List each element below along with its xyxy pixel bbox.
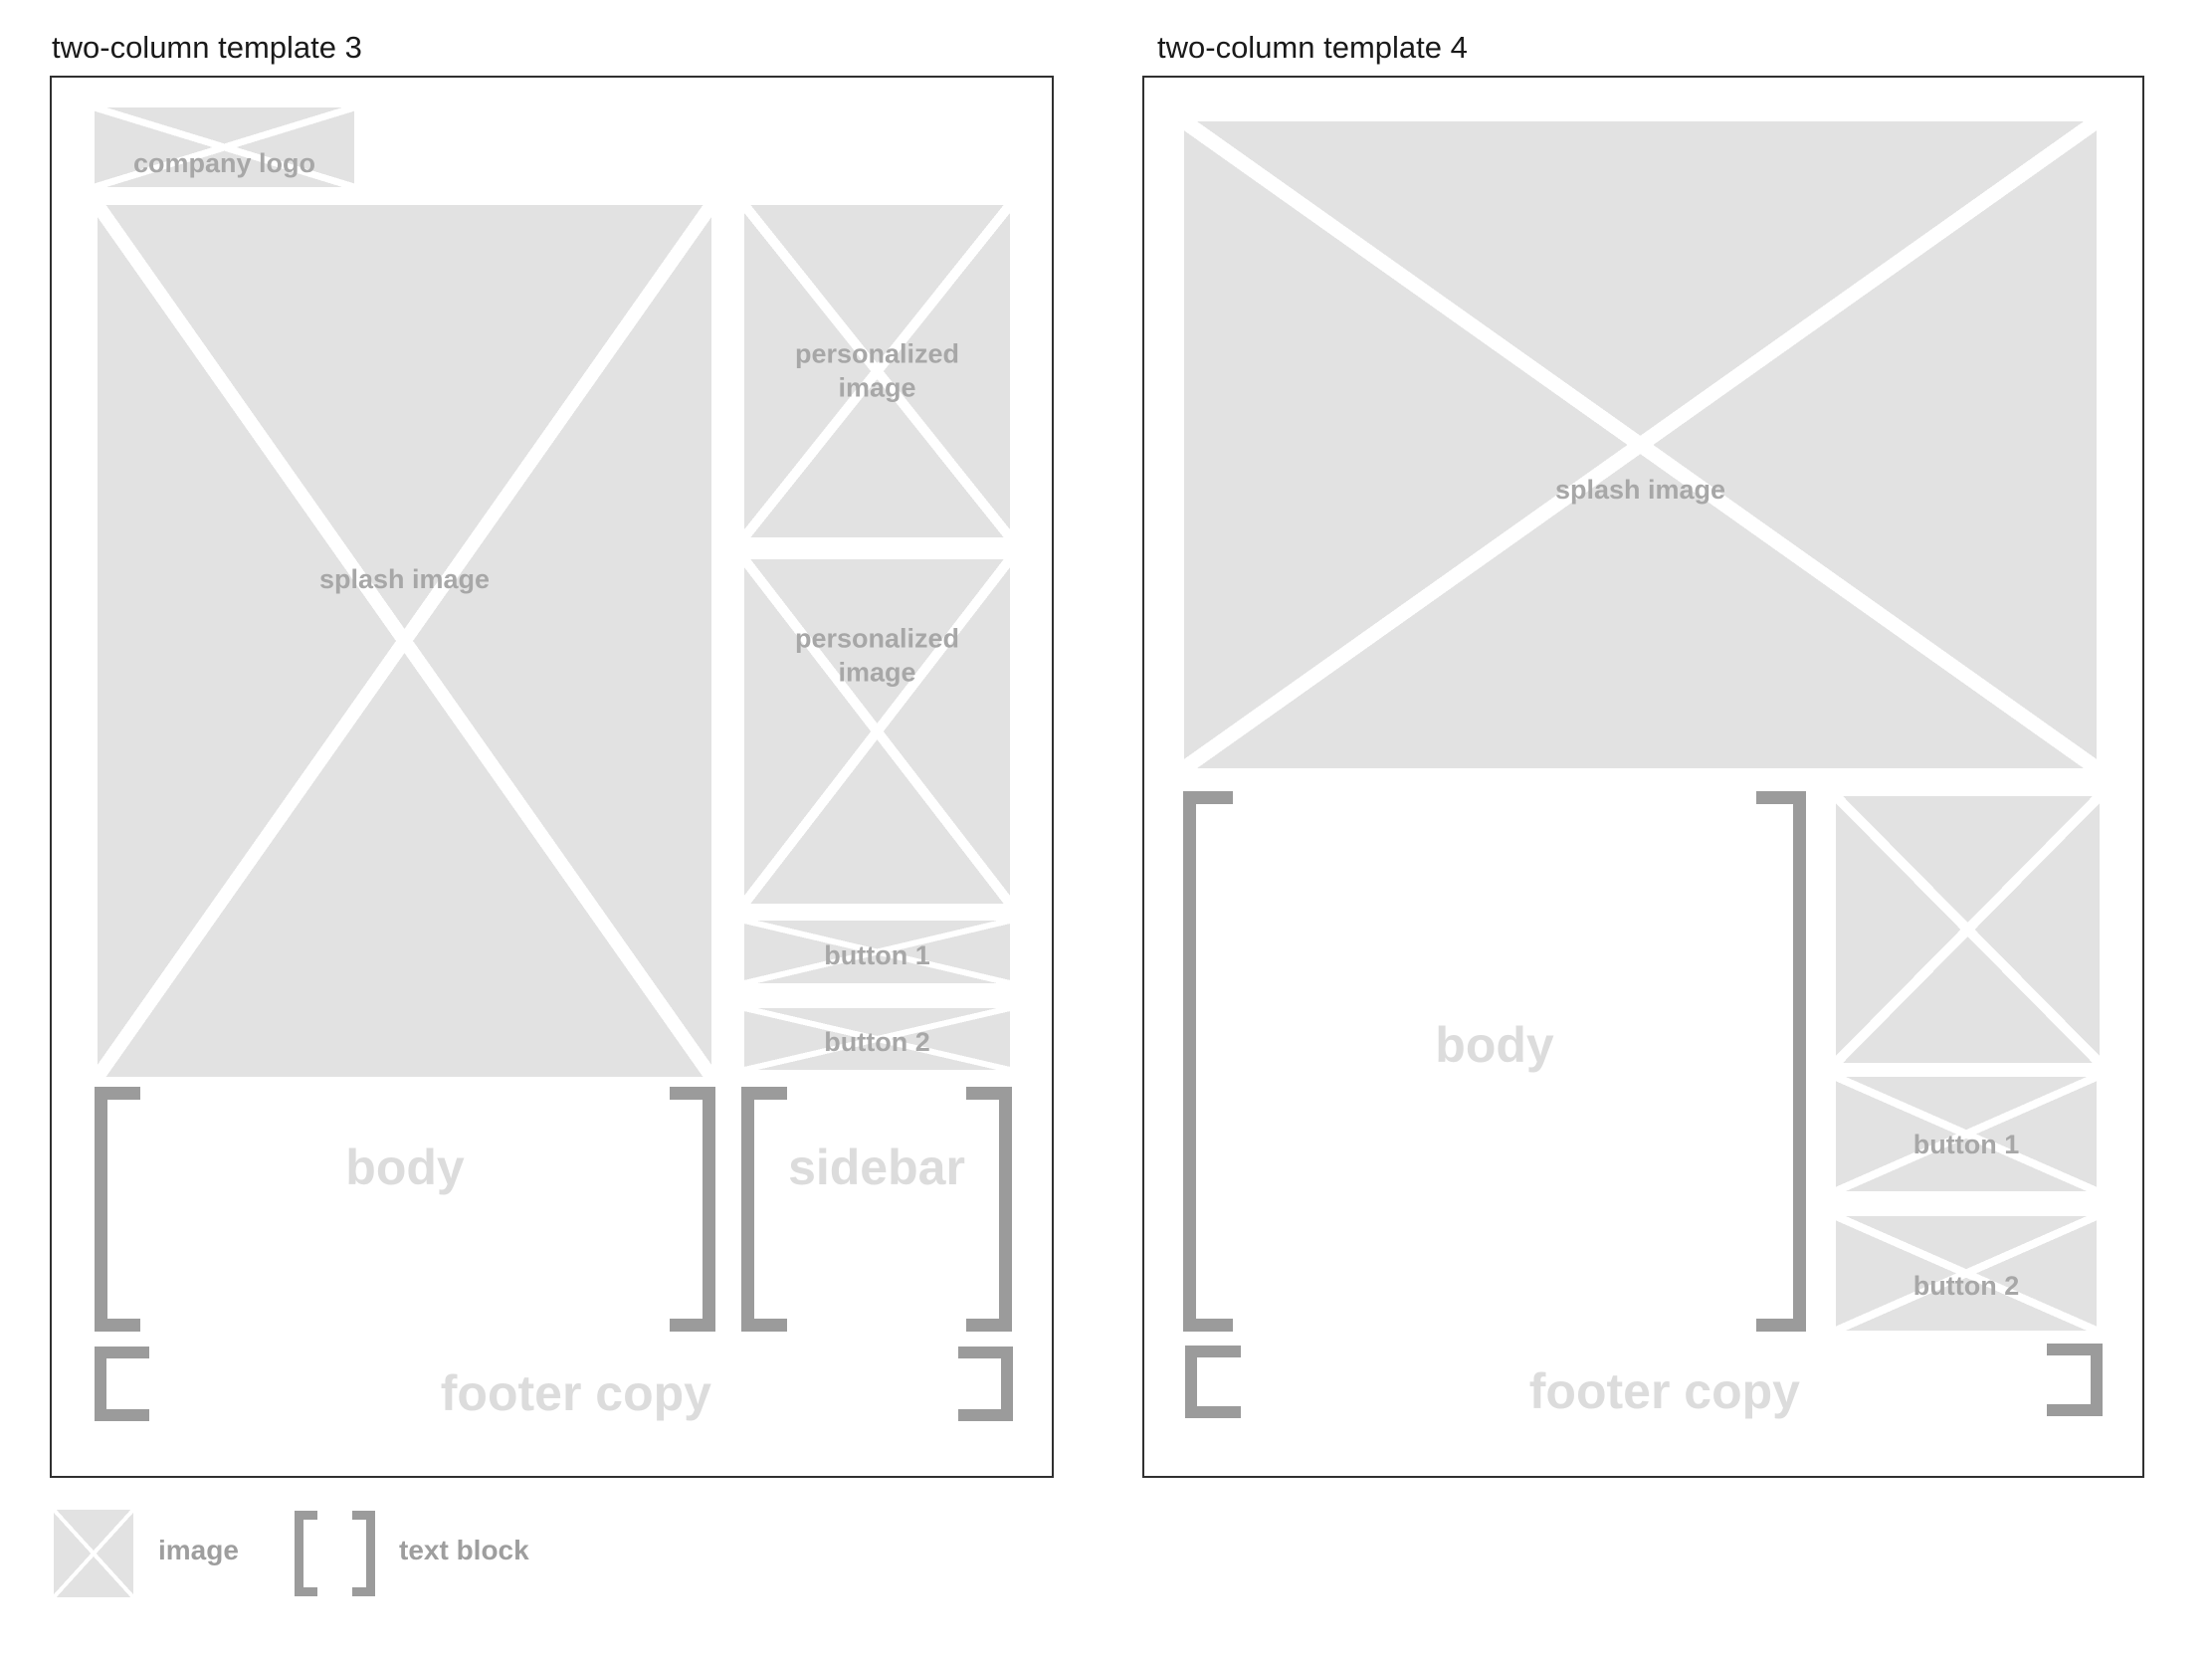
body-bracket-right-icon-t4	[1756, 791, 1806, 1332]
legend-image-swatch-icon	[54, 1510, 133, 1597]
template3-title: two-column template 3	[52, 30, 362, 65]
personalized-image-1-label: personalized image	[794, 338, 960, 402]
body-text-block: body	[95, 1087, 715, 1332]
sidebar-bracket-right-icon	[966, 1087, 1012, 1332]
footer-bracket-right-icon-t4	[2047, 1344, 2103, 1416]
footer-bracket-left-icon-t4	[1185, 1346, 1241, 1418]
footer-bracket-left-icon	[95, 1347, 149, 1421]
sidebar-text-block: sidebar	[741, 1087, 1012, 1332]
company-logo-label: company logo	[132, 147, 315, 178]
button-2-label: button 2	[824, 1027, 930, 1058]
legend-bracket-left-icon	[295, 1511, 317, 1596]
personalized-image-2-placeholder: personalized image	[744, 559, 1010, 904]
splash-image-label: splash image	[318, 563, 491, 594]
sidebar-bracket-left-icon	[741, 1087, 787, 1332]
personalized-image-1-placeholder: personalized image	[744, 205, 1010, 537]
legend-image-label: image	[158, 1535, 239, 1565]
splash-image-label-t4: splash image	[1554, 474, 1726, 505]
legend-text-block-label: text block	[399, 1535, 529, 1565]
button-1-placeholder-t4: button 1	[1836, 1077, 2097, 1191]
body-bracket-left-icon	[95, 1087, 140, 1332]
small-image-placeholder-t4	[1836, 796, 2100, 1063]
button-1-label: button 1	[824, 940, 930, 971]
legend-bracket-right-icon	[352, 1511, 375, 1596]
body-label: body	[345, 1140, 465, 1196]
button-1-placeholder: button 1	[744, 921, 1010, 983]
body-bracket-left-icon-t4	[1183, 791, 1233, 1332]
splash-image-placeholder: splash image	[98, 205, 711, 1077]
footer-bracket-right-icon	[958, 1347, 1013, 1421]
button-2-placeholder: button 2	[744, 1008, 1010, 1070]
body-label-t4: body	[1435, 1017, 1554, 1074]
personalized-image-2-label: personalized image	[794, 623, 960, 687]
body-bracket-right-icon	[670, 1087, 715, 1332]
button-2-placeholder-t4: button 2	[1836, 1216, 2097, 1331]
legend: image text block	[0, 1493, 2212, 1622]
button-1-label-t4: button 1	[1912, 1130, 2020, 1160]
splash-image-placeholder-t4: splash image	[1184, 121, 2097, 768]
template4-title: two-column template 4	[1157, 30, 1468, 65]
body-text-block-t4: body	[1183, 791, 1806, 1332]
company-logo-placeholder: company logo	[95, 107, 354, 187]
button-2-label-t4: button 2	[1912, 1271, 2020, 1302]
